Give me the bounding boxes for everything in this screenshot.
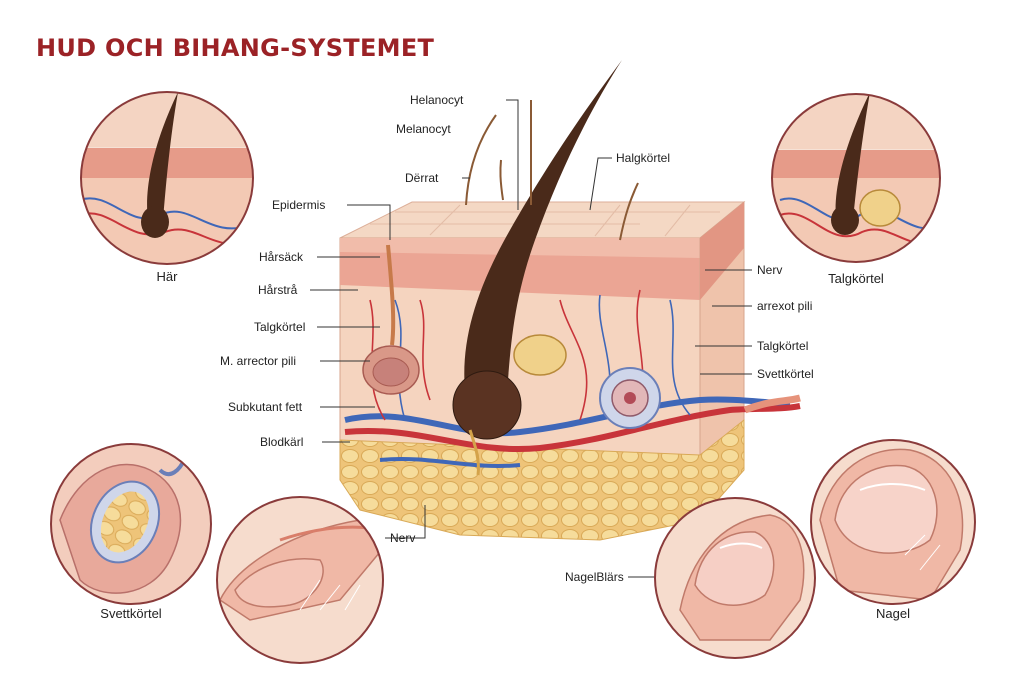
label-nerv-right: Nerv — [757, 263, 783, 277]
label-arrector-pili: M. arrector pili — [220, 354, 297, 368]
label-derrat: Dërrat — [405, 171, 439, 185]
page-title: HUD OCH BIHANG-SYSTEMET — [36, 34, 435, 62]
label-arrexot-pili: arrexot pili — [757, 299, 813, 313]
skin-block — [339, 60, 801, 541]
label-harstra: Hårstrå — [258, 283, 298, 297]
label-helanocyt: Helanocyt — [410, 93, 464, 107]
label-halgkortel: Halgkörtel — [616, 151, 671, 165]
label-epidermis: Epidermis — [272, 198, 326, 212]
caption-svettkortel: Svettkörtel — [100, 606, 162, 621]
leader-lines — [310, 99, 752, 578]
label-nerv-bottom: Nerv — [390, 531, 416, 545]
label-svettkortel-right: Svettkörtel — [757, 367, 814, 381]
inset-sebaceous — [771, 93, 941, 263]
inset-hair — [80, 91, 254, 265]
label-nagelblars: NagelBlärs — [565, 570, 624, 584]
label-talgkortel-right: Talgkörtel — [757, 339, 809, 353]
label-blodkarl: Blodkärl — [260, 435, 304, 449]
caption-har: Här — [156, 269, 178, 284]
inset-nail — [810, 439, 976, 605]
inset-sweat-gland — [50, 443, 212, 605]
inset-nail-fold — [654, 497, 816, 659]
label-melanocyt: Melanocyt — [396, 122, 451, 136]
label-harsack: Hårsäck — [259, 250, 304, 264]
caption-talgkortel: Talgkörtel — [828, 271, 884, 286]
caption-nagel: Nagel — [876, 606, 910, 621]
inset-finger-nerve — [216, 496, 384, 664]
label-subkutant-fett: Subkutant fett — [228, 400, 303, 414]
label-talgkortel-left: Talgkörtel — [254, 320, 306, 334]
